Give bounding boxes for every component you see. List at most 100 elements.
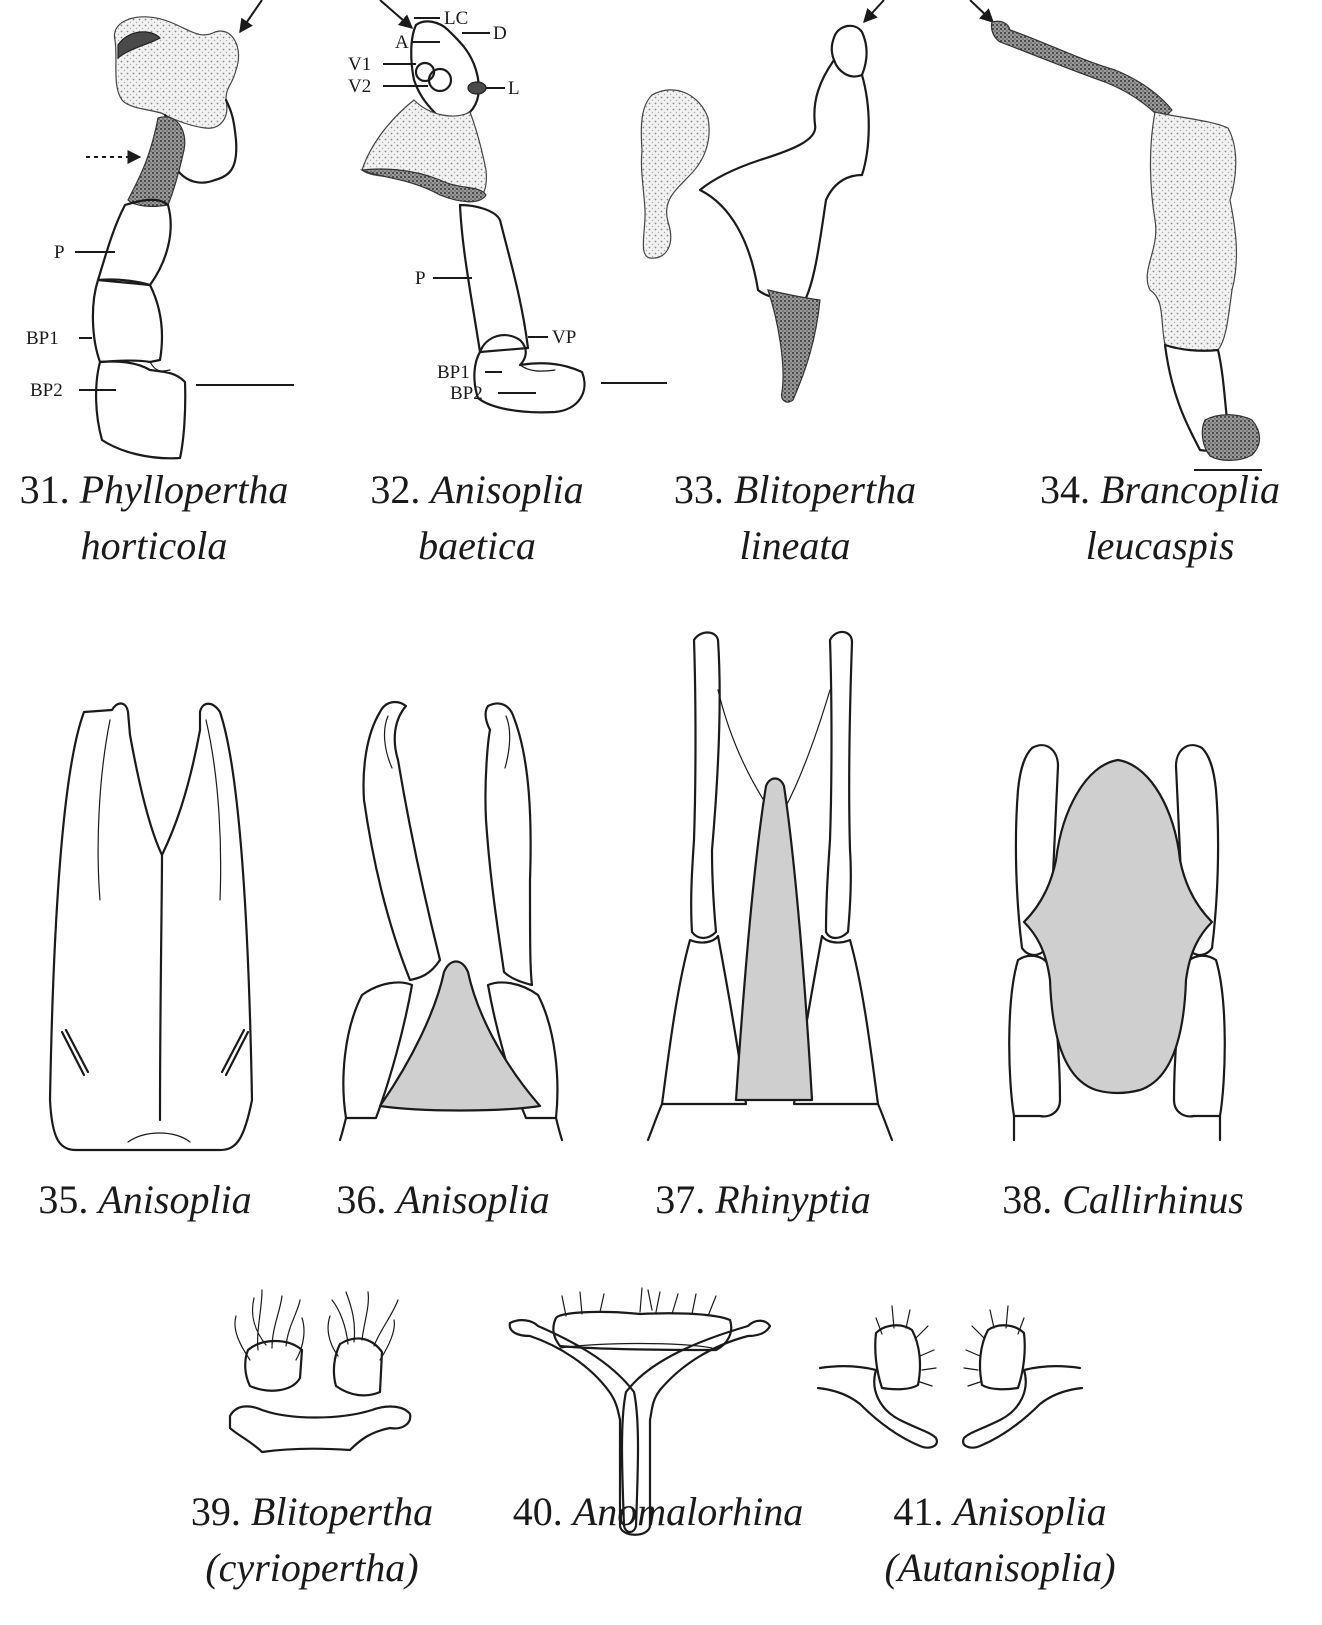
fig35-right-notch: [220, 1028, 250, 1077]
fig39-drawing: [228, 1289, 412, 1454]
caption-fig41-genus: Anisoplia: [953, 1489, 1107, 1534]
fig35-outline: [48, 702, 254, 1152]
caption-fig40-number: 40.: [512, 1489, 563, 1534]
fig35-base-curve: [127, 1132, 191, 1143]
fig31-dark-band: [127, 116, 186, 207]
fig31-label-bp1: BP1: [26, 328, 59, 349]
fig31-suture: [149, 361, 171, 372]
fig32-shoulder-dark: [359, 168, 487, 203]
caption-fig31-number: 31.: [19, 467, 70, 512]
caption-fig37: 37. Rhinyptia: [628, 1172, 898, 1228]
fig31-apex-dark-ridge: [117, 31, 161, 60]
fig31-basal-piece-1: [91, 278, 164, 364]
fig31-label-p: P: [54, 242, 65, 263]
caption-fig36: 36. Anisoplia: [308, 1172, 578, 1228]
fig36-left-lobe: [342, 981, 414, 1120]
caption-fig31: 31. Phyllopertha horticola: [4, 462, 304, 574]
fig32-label-vp: VP: [552, 327, 576, 348]
caption-fig34-number: 34.: [1040, 467, 1090, 512]
caption-fig41: 41. Anisoplia (Autanisoplia): [850, 1484, 1150, 1596]
fig31-arrow-icon: [239, 0, 263, 34]
caption-fig39-species: (cyriopertha): [205, 1545, 419, 1590]
fig32-label-v2: V2: [348, 76, 371, 97]
caption-fig33-species: lineata: [739, 523, 851, 568]
fig36-drawing: [338, 700, 564, 1142]
fig36-grey-plate: [378, 960, 542, 1112]
fig34-tip: [1201, 414, 1261, 461]
caption-fig38-number: 38.: [1002, 1177, 1053, 1222]
fig37-right-foot: [876, 1102, 894, 1142]
fig33-arrow-icon: [863, 0, 885, 24]
fig38-right-upper: [1174, 744, 1220, 957]
caption-fig34-genus: Brancoplia: [1100, 467, 1280, 512]
fig40-drawing: [508, 1287, 772, 1536]
caption-fig40: 40. Anomalorhina: [478, 1484, 838, 1540]
fig37-right-arm: [824, 630, 854, 940]
fig32-paramere: [458, 203, 530, 354]
fig32-label-p: P: [415, 268, 426, 289]
caption-fig34: 34. Brancoplia leucaspis: [1010, 462, 1310, 574]
caption-fig32-genus: Anisoplia: [430, 467, 584, 512]
fig32-arrow-icon: [379, 0, 414, 29]
fig38-left-upper: [1014, 744, 1060, 957]
fig40-inner-line: [559, 1342, 713, 1349]
caption-fig37-number: 37.: [655, 1177, 706, 1222]
caption-fig31-genus: Phyllopertha: [79, 467, 289, 512]
fig39-left-setae: [234, 1289, 305, 1361]
fig41-left-setae: [875, 1305, 937, 1387]
caption-fig33: 33. Blitopertha lineata: [650, 462, 940, 574]
caption-fig38-genus: Callirhinus: [1062, 1177, 1244, 1222]
caption-fig32-species: baetica: [418, 523, 536, 568]
fig32-basal-pieces: [473, 334, 586, 414]
fig32-lobe-l: [467, 81, 487, 95]
caption-fig38: 38. Callirhinus: [978, 1172, 1268, 1228]
caption-fig39: 39. Blitopertha (cyriopertha): [162, 1484, 462, 1596]
fig41-drawing: [816, 1305, 1084, 1449]
caption-fig33-number: 33.: [673, 467, 724, 512]
fig35-inner-line-left: [97, 719, 111, 901]
caption-fig41-number: 41.: [893, 1489, 944, 1534]
fig37-left-diagonal: [717, 689, 771, 811]
fig37-left-lobe: [660, 934, 748, 1106]
caption-fig36-number: 36.: [336, 1177, 387, 1222]
fig36-left-inner: [383, 715, 393, 769]
caption-fig35-number: 35.: [38, 1177, 89, 1222]
fig33-body: [698, 58, 870, 302]
fig41-left-arm: [816, 1365, 938, 1449]
fig40-setae: [561, 1287, 717, 1317]
fig32-lobe-v2: [427, 67, 453, 93]
fig34-drawing: [969, 0, 1262, 471]
caption-fig31-species: horticola: [80, 523, 228, 568]
caption-fig37-genus: Rhinyptia: [715, 1177, 871, 1222]
fig41-right-lobe: [978, 1324, 1026, 1391]
fig33-flap: [640, 89, 710, 259]
caption-fig36-genus: Anisoplia: [396, 1177, 550, 1222]
fig34-stalk: [990, 20, 1173, 121]
fig37-drawing: [646, 630, 894, 1142]
fig36-right-inner: [504, 715, 511, 769]
fig33-drawing: [640, 0, 885, 403]
fig32-label-lc: LC: [444, 8, 468, 29]
fig39-right-setae: [327, 1291, 399, 1361]
fig39-right-lobe: [332, 1337, 384, 1397]
caption-fig40-genus: Anomalorhina: [572, 1489, 804, 1534]
fig32-label-v1: V1: [348, 54, 371, 75]
fig36-left-arm: [362, 700, 442, 982]
fig37-left-foot: [646, 1102, 664, 1142]
caption-fig39-number: 39.: [190, 1489, 241, 1534]
fig31-phallobase: [96, 198, 172, 287]
fig31-basal-piece-2: [94, 360, 187, 460]
caption-fig35: 35. Anisoplia: [10, 1172, 280, 1228]
fig32-suture: [519, 364, 556, 372]
fig34-arrow-icon: [969, 0, 995, 23]
fig32-label-l: L: [508, 78, 520, 99]
fig32-label-d: D: [493, 23, 507, 44]
fig31-label-bp2: BP2: [30, 380, 63, 401]
fig33-tip: [767, 289, 821, 403]
caption-fig32: 32. Anisoplia baetica: [342, 462, 612, 574]
fig33-apex: [830, 24, 868, 78]
fig32-label-a: A: [395, 32, 409, 53]
fig32-label-bp1: BP1: [437, 362, 470, 383]
fig34-body: [1146, 111, 1238, 352]
